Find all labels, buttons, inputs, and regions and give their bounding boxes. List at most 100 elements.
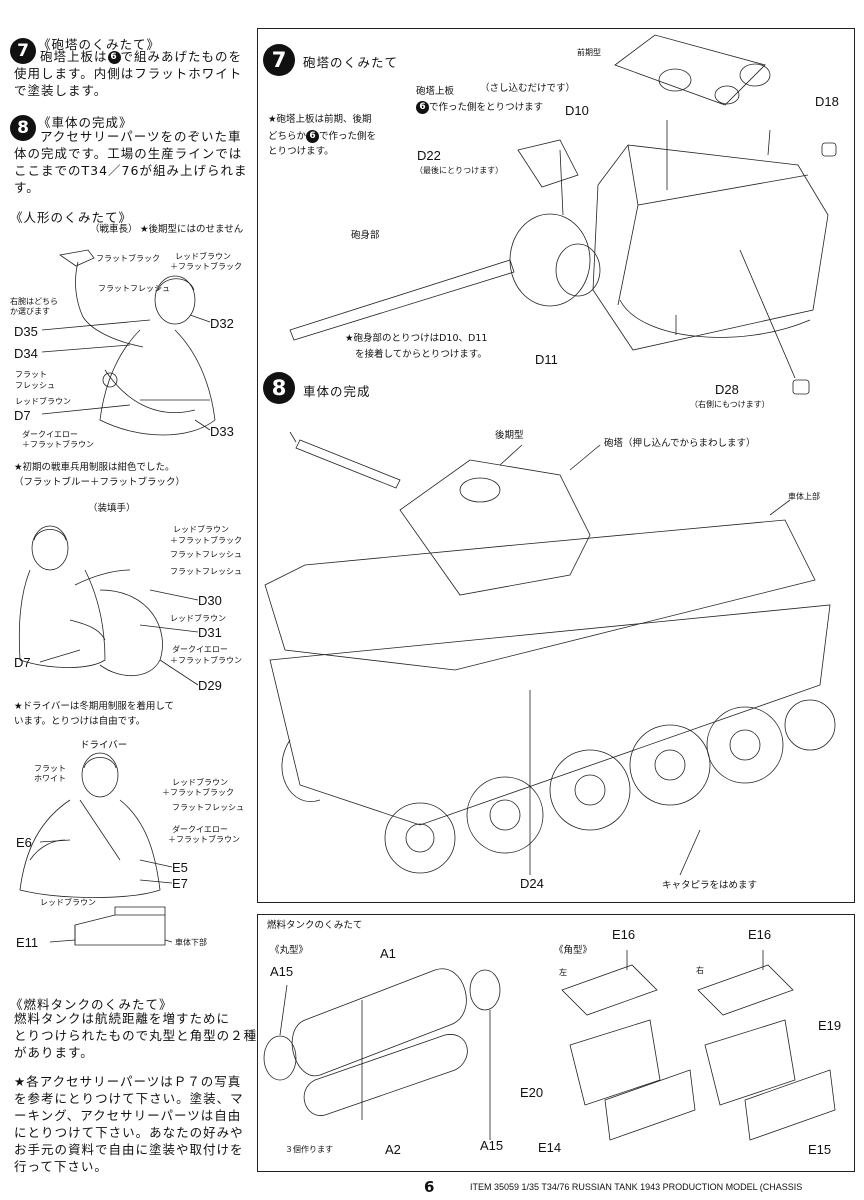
- l-label-6: ＋フラットブラウン: [170, 656, 242, 665]
- fuel-box-title: 燃料タンクのくみたて: [267, 920, 363, 931]
- hull-bottom-label: 車体下部: [175, 938, 207, 947]
- d-label-0: フラット: [34, 764, 66, 773]
- left-label: 左: [559, 968, 567, 977]
- page-number: 6: [424, 1178, 435, 1196]
- part-d18: D18: [815, 94, 839, 109]
- step7-line2: 使用します。内側はフラットホワイト: [14, 66, 243, 81]
- part-d35: D35: [14, 324, 38, 339]
- step8-line3: ここまでのT34／76が組み上げられま: [14, 163, 248, 178]
- leader-lines: [39, 314, 211, 943]
- l-label-5: ダークイエロー: [172, 645, 228, 654]
- push-in-label: （さし込むだけです）: [480, 83, 576, 94]
- fuel-left-title: 《燃料タンクのくみたて》: [10, 997, 173, 1012]
- l-label-1: ＋フラットブラック: [170, 536, 242, 545]
- turret-push-label: 砲塔（押し込んでからまわします）: [604, 438, 756, 449]
- step8-line2: 体の完成です。工場の生産ラインでは: [14, 146, 243, 161]
- step7-box-note1: ★砲塔上板は前期、後期: [268, 114, 372, 125]
- c-label-2: ＋フラットブラック: [170, 262, 242, 271]
- figures-title: 《人形のくみたて》: [10, 210, 133, 225]
- step8-title: 《車体の完成》: [38, 115, 133, 130]
- part-d28: D28: [715, 382, 739, 397]
- part-e16b: E16: [748, 927, 772, 942]
- step7-box-note3: とりつけます。: [268, 146, 334, 157]
- part-e7: E7: [172, 876, 188, 891]
- gun-note1: ★砲身部のとりつけはD10、D11: [345, 333, 488, 344]
- part-d32: D32: [210, 316, 234, 331]
- fuel-line3: があります。: [14, 1045, 94, 1060]
- late-type-label: 後期型: [495, 430, 524, 441]
- step8-line4: す。: [14, 180, 40, 195]
- l-label-3: フラットフレッシュ: [170, 567, 242, 576]
- fuel-note4: にとりつけて下さい。あなたの好みや: [14, 1125, 244, 1140]
- figures-drawing: [18, 249, 216, 946]
- square-type-label: 《角型》: [554, 945, 593, 956]
- make3-label: ３個作ります: [285, 1145, 333, 1154]
- step7-box-badge: 7: [263, 44, 295, 76]
- part-e11: E11: [16, 935, 39, 950]
- part-d24: D24: [520, 876, 544, 891]
- c-label-9: ダークイエロー: [22, 430, 78, 439]
- d-label-3: ＋フラットブラック: [162, 788, 234, 797]
- commander-label: （戦車長）: [90, 224, 138, 235]
- part-e20: E20: [520, 1085, 544, 1100]
- last-attach-label: （最後にとりつけます）: [415, 166, 504, 175]
- d-label-4: フラットフレッシュ: [172, 803, 244, 812]
- part-e14: E14: [538, 1140, 562, 1155]
- fuel-line2: とりつけられたもので丸型と角型の２種: [14, 1028, 258, 1043]
- c-label-3: フラットフレッシュ: [98, 284, 170, 293]
- c-label-10: ＋フラットブラウン: [22, 440, 94, 449]
- part-d10: D10: [565, 103, 589, 118]
- d-label-7: レッドブラウン: [40, 898, 96, 907]
- part-e16a: E16: [612, 927, 636, 942]
- part-d22: D22: [417, 148, 441, 163]
- d-label-6: ＋フラットブラウン: [168, 835, 240, 844]
- fuel-note5: お手元の資料で自由に塗装や取付けを: [14, 1142, 244, 1157]
- step8-badge: 8: [10, 115, 36, 141]
- driver-label: ドライバー: [80, 740, 128, 751]
- driver-figure: [19, 752, 161, 898]
- part-d30: D30: [198, 593, 222, 608]
- d-label-5: ダークイエロー: [172, 825, 228, 834]
- part-d34: D34: [14, 346, 38, 361]
- part-d33: D33: [210, 424, 234, 439]
- c-label-1: レッドブラウン: [175, 252, 231, 261]
- uniform-note1: ★初期の戦車兵用制服は紺色でした。: [14, 462, 175, 473]
- c-label-8: レッドブラウン: [15, 397, 71, 406]
- early-type-label: 前期型: [577, 48, 601, 57]
- part-e15: E15: [808, 1142, 832, 1157]
- barrel-label: 砲身部: [351, 230, 380, 241]
- part-d31: D31: [198, 625, 222, 640]
- step7-line3: で塗装します。: [14, 83, 108, 98]
- driver-note1: ★ドライバーは冬期用制服を着用して: [14, 701, 175, 712]
- part-a15b: A15: [480, 1138, 504, 1153]
- part-e5: E5: [172, 860, 188, 875]
- step7-title: 《砲塔のくみたて》: [38, 37, 161, 52]
- e11-part: [74, 906, 166, 946]
- fuel-note1: ★各アクセサリーパーツはＰ７の写真: [14, 1074, 242, 1089]
- part-d29: D29: [198, 678, 222, 693]
- c-label-6: フラット: [15, 370, 47, 379]
- right-label: 右: [696, 966, 704, 975]
- part-e6: E6: [16, 835, 32, 850]
- step7-badge: 7: [10, 38, 36, 64]
- round-type-label: 《丸型》: [270, 945, 309, 956]
- upper-hull-label: 車体上部: [788, 492, 820, 501]
- l-label-4: レッドブラウン: [170, 614, 226, 623]
- part-a2: A2: [385, 1142, 401, 1157]
- part-d7a: D7: [14, 408, 31, 423]
- c-label-5: か選びます: [10, 307, 50, 316]
- assembly-frame: [257, 28, 855, 903]
- uniform-note2: （フラットブルー＋フラットブラック）: [14, 477, 186, 488]
- fuel-note2: を参考にとりつけて下さい。塗装、マ: [14, 1091, 244, 1106]
- fuel-line1: 燃料タンクは航続距離を増すために: [14, 1011, 231, 1026]
- c-label-0: フラットブラック: [96, 254, 160, 263]
- d-label-2: レッドブラウン: [172, 778, 228, 787]
- round-tank-drawing: [263, 968, 501, 1140]
- item-line: ITEM 35059 1/35 T34/76 RUSSIAN TANK 1943…: [470, 1182, 803, 1192]
- part-d11: D11: [535, 352, 558, 367]
- fuel-frame: [257, 914, 855, 1172]
- part-a1: A1: [380, 946, 396, 961]
